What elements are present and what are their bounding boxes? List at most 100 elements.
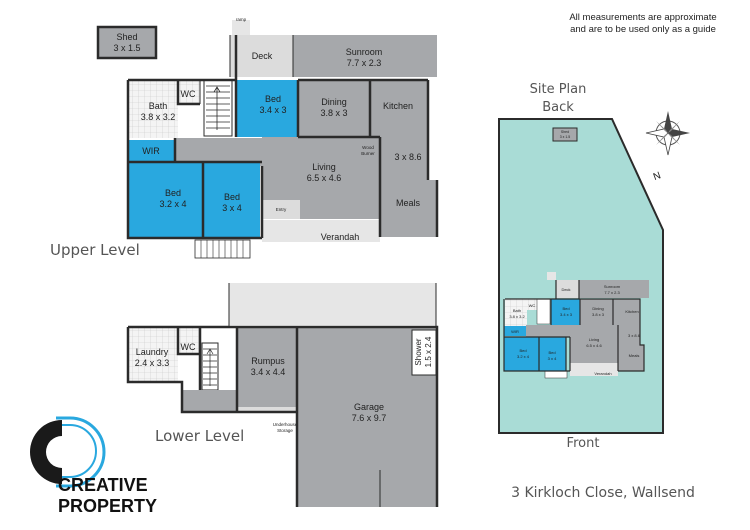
- wood-burner-line1: Wood: [362, 145, 374, 150]
- bed3-size: 3 x 4: [222, 203, 242, 213]
- upper-stairs: [203, 79, 233, 137]
- site-deck-label: Deck: [561, 287, 570, 292]
- compass-rose-icon: [645, 111, 690, 156]
- site-shed-size: 3 x 1.5: [560, 135, 571, 139]
- site-bed1-size: 3.4 x 3: [560, 312, 573, 317]
- lower-level-title: Lower Level: [155, 427, 244, 445]
- garage-size: 7.6 x 9.7: [352, 413, 387, 423]
- underhouse-line2: Storage: [277, 428, 293, 433]
- underhouse-storage-area: [237, 407, 297, 412]
- site-shed-label: Shed: [561, 130, 569, 134]
- compass-north-label: N: [652, 170, 663, 183]
- bath-room: [128, 80, 178, 138]
- shower-room: [411, 329, 437, 376]
- sunroom-room: [293, 35, 437, 77]
- site-shed: [552, 127, 578, 142]
- disclaimer-line1: All measurements are approximate: [569, 12, 716, 23]
- logo-d-mark: [56, 416, 106, 488]
- bed2-room: [127, 163, 203, 237]
- verandah-area: [262, 220, 380, 242]
- wc-upper-room: [178, 80, 200, 104]
- bed1-label: Bed: [265, 94, 281, 104]
- kitchen-label: Kitchen: [383, 101, 413, 111]
- site-bed2-size: 3.2 x 4: [517, 354, 530, 359]
- sunroom-size: 7.7 x 2.3: [347, 58, 382, 68]
- site-living-size: 6.5 x 4.6: [586, 343, 602, 348]
- site-house: Deck Sunroom 7.7 x 2.3 Bath 3.8 x 3.2 WC…: [503, 272, 649, 379]
- bed3-room: [203, 163, 260, 237]
- entry-area: [262, 200, 300, 219]
- site-bed2-label: Bed: [519, 348, 526, 353]
- kitchen-size: 3 x 8.6: [394, 152, 421, 162]
- bed2-label: Bed: [165, 188, 181, 198]
- site-verandah-label: Verandah: [594, 371, 611, 376]
- dining-size: 3.8 x 3: [320, 108, 347, 118]
- lower-passage: [182, 390, 237, 412]
- site-dining-label: Dining: [592, 306, 603, 311]
- shed-size: 3 x 1.5: [113, 43, 140, 53]
- site-sunroom-label: Sunroom: [604, 284, 621, 289]
- shed-room: [96, 25, 158, 60]
- site-plan-front: Front: [567, 436, 600, 451]
- sunroom-label: Sunroom: [346, 47, 383, 57]
- address: 3 Kirkloch Close, Wallsend: [511, 485, 695, 501]
- site-dining-size: 3.8 x 3: [592, 312, 605, 317]
- shower-size: 1.5 x 2.4: [424, 336, 433, 367]
- disclaimer-line2: and are to be used only as a guide: [570, 24, 716, 35]
- ramp-area: [232, 20, 250, 36]
- deck-label: Deck: [252, 51, 273, 61]
- site-living-label: Living: [589, 337, 599, 342]
- site-plan-back: Back: [542, 100, 574, 115]
- bed1-room: [236, 80, 298, 137]
- bed2-size: 3.2 x 4: [159, 199, 186, 209]
- kitchen-room: [370, 80, 437, 237]
- site-bath-label: Bath: [513, 308, 521, 313]
- site-kitchen-label: Kitchen: [625, 309, 638, 314]
- lower-level-plan: Laundry 2.4 x 3.3 WC Rumpus 3.4 x 4.4 Un…: [126, 283, 439, 507]
- site-bed3-size: 3 x 4: [548, 356, 557, 361]
- site-bath-size: 3.8 x 3.2: [509, 314, 525, 319]
- bath-size: 3.8 x 3.2: [141, 112, 176, 122]
- site-sunroom-size: 7.7 x 2.3: [604, 290, 620, 295]
- underhouse-line1: Underhouse: [273, 422, 298, 427]
- site-boundary: [498, 118, 664, 434]
- wc-lower-room: [178, 327, 200, 354]
- ramp-label: ramp: [236, 17, 247, 22]
- site-meals-label: Meals: [629, 353, 640, 358]
- entry-label: Entry: [276, 207, 287, 212]
- site-plan-title: Site Plan: [530, 82, 587, 97]
- rumpus-label: Rumpus: [251, 356, 285, 366]
- site-bed1-label: Bed: [562, 306, 569, 311]
- site-wc-label: WC: [529, 303, 536, 308]
- brand-line1: CREATIVE: [58, 475, 148, 495]
- lower-stairs: [201, 342, 219, 391]
- laundry-size: 2.4 x 3.3: [135, 358, 170, 368]
- upper-level-title: Upper Level: [50, 241, 140, 259]
- site-bed3-label: Bed: [548, 350, 555, 355]
- laundry-label: Laundry: [136, 347, 169, 357]
- laundry-room: [128, 327, 178, 382]
- dining-label: Dining: [321, 97, 347, 107]
- site-wir-label: WIR: [511, 329, 519, 334]
- wood-burner-line2: Burner: [361, 151, 375, 156]
- bed3-label: Bed: [224, 192, 240, 202]
- shed-label: Shed: [116, 32, 137, 42]
- living-label: Living: [312, 162, 336, 172]
- rumpus-room: [237, 327, 297, 407]
- wc-upper-label: WC: [181, 89, 196, 99]
- verandah-label: Verandah: [321, 232, 360, 242]
- wir-room: [127, 140, 175, 162]
- front-steps: [194, 239, 251, 259]
- logo-c-mark: [30, 420, 62, 484]
- brand-line2: PROPERTY: [58, 496, 157, 516]
- wir-label: WIR: [142, 146, 160, 156]
- dining-room: [298, 80, 370, 137]
- site-kitchen-size: 3 x 8.6: [628, 333, 641, 338]
- living-size: 6.5 x 4.6: [307, 173, 342, 183]
- upper-level-plan: Shed 3 x 1.5 ramp Deck Sunroom 7.7 x 2.3…: [96, 17, 439, 259]
- rumpus-size: 3.4 x 4.4: [251, 367, 286, 377]
- lower-deck-area: [229, 283, 436, 325]
- bed1-size: 3.4 x 3: [259, 105, 286, 115]
- wc-lower-label: WC: [181, 342, 196, 352]
